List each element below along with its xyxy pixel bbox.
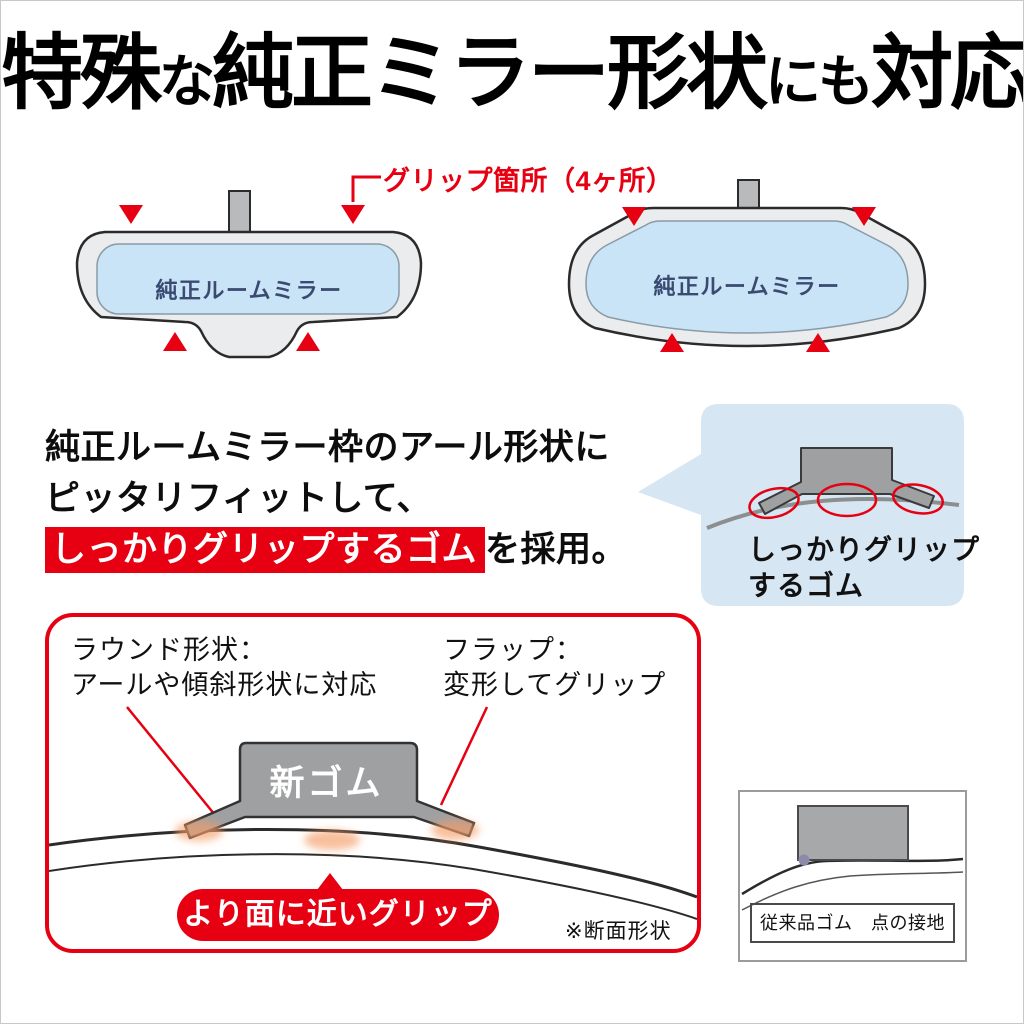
grip-arrow-up-icon — [660, 333, 684, 352]
surface-curve-bottom — [49, 853, 697, 920]
page-title: 特殊な純正ミラー形状にも対応 — [1, 28, 1024, 119]
flap-label-line1: フラップ： — [443, 635, 583, 665]
cross-section-box: ラウンド形状： アールや傾斜形状に対応 フラップ： 変形してグリップ 新ゴム よ… — [45, 613, 701, 953]
flap-pointer-line — [439, 706, 489, 806]
legacy-diagram — [741, 805, 964, 911]
contact-glow — [175, 821, 223, 841]
contact-glow — [304, 830, 360, 850]
grip-point-circle-icon — [892, 483, 944, 515]
bubble-caption-line2: するゴム — [748, 570, 865, 602]
grip-arrow-down-icon — [852, 207, 876, 226]
flap-label: フラップ： 変形してグリップ — [443, 633, 666, 703]
grip-arrow-down-icon — [622, 207, 646, 226]
mirror-left-label: 純正ルームミラー — [155, 278, 343, 303]
round-shape-label: ラウンド形状： アールや傾斜形状に対応 — [71, 633, 377, 703]
legacy-comparison-box: 従来品ゴム 点の接地 — [738, 790, 967, 962]
headline-seg2: な — [159, 50, 215, 113]
feature-tail: を採用。 — [485, 529, 628, 569]
legacy-surface-curve-bottom — [741, 871, 964, 911]
grip-arrow-down-icon — [341, 205, 365, 224]
new-rubber-label: 新ゴム — [269, 764, 384, 803]
feature-line3: しっかりグリップするゴムを採用。 — [45, 525, 627, 576]
flap-label-line2: 変形してグリップ — [443, 670, 667, 701]
round-pointer-line — [126, 706, 216, 816]
bubble-caption-line1: しっかりグリップ — [748, 534, 981, 565]
grip-benefit-badge: より面に近いグリップ — [177, 889, 499, 941]
round-shape-label-line1: ラウンド形状： — [71, 635, 267, 665]
mirror-left-glass — [96, 243, 400, 315]
mirror-right-glass — [585, 220, 909, 334]
bubble-rubber-cross-section — [758, 447, 935, 515]
point-contact-dot — [798, 854, 810, 866]
feature-description: 純正ルームミラー枠のアール形状に ピッタリフィットして、 しっかりグリップするゴ… — [45, 423, 627, 575]
mirror-right-label: 純正ルームミラー — [653, 274, 841, 299]
grip-arrow-up-icon — [163, 332, 187, 351]
mirror-left-stem — [228, 190, 251, 236]
cross-section-diagram — [49, 706, 697, 920]
badge-pointer-icon — [317, 873, 343, 890]
cross-section-note: ※断面形状 — [565, 920, 672, 943]
surface-curve-top — [49, 828, 697, 899]
headline-seg5: 対応 — [871, 28, 1024, 119]
new-rubber-cross-section — [183, 741, 476, 840]
legacy-rubber-block — [797, 805, 909, 861]
feature-line1: 純正ルームミラー枠のアール形状に — [45, 428, 610, 467]
grip-callout-connector-line — [351, 175, 381, 202]
grip-points-label: グリップ箇所（4ヶ所） — [383, 166, 674, 196]
feature-line2: ピッタリフィットして、 — [45, 478, 433, 518]
contact-glow — [431, 820, 479, 840]
grip-arrow-down-icon — [119, 205, 143, 224]
grip-arrow-up-icon — [806, 333, 830, 352]
grip-point-circle-icon — [816, 482, 878, 518]
headline-seg3: 純正ミラー形状 — [212, 28, 768, 119]
grip-point-circle-icon — [748, 486, 800, 520]
headline-seg1: 特殊 — [1, 28, 162, 119]
round-shape-label-line2: アールや傾斜形状に対応 — [71, 670, 378, 701]
grip-arrow-up-icon — [296, 332, 320, 351]
headline-seg4: にも — [765, 50, 874, 113]
bubble-caption: しっかりグリップ するゴム — [748, 532, 980, 605]
feature-highlight: しっかりグリップするゴム — [45, 526, 486, 573]
legacy-label: 従来品ゴム 点の接地 — [750, 903, 955, 943]
